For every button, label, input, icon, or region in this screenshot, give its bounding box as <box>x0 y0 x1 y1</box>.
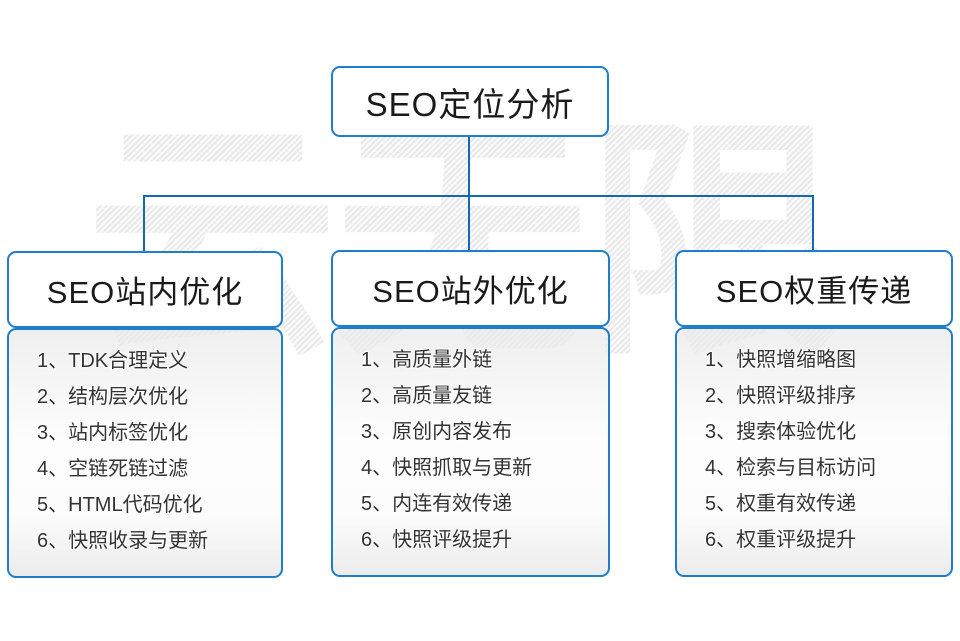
onsite-list: 1、TDK合理定义 2、结构层次优化 3、站内标签优化 4、空链死链过滤 5、H… <box>7 328 283 578</box>
list-item: 3、站内标签优化 <box>37 422 189 444</box>
list-item: 6、快照评级提升 <box>361 529 513 551</box>
list-item: 1、TDK合理定义 <box>37 350 189 372</box>
list-item: 3、原创内容发布 <box>361 421 513 443</box>
list-item: 6、权重评级提升 <box>705 529 857 551</box>
offsite-header-title: SEO站外优化 <box>372 274 569 309</box>
connector-drop-left <box>143 195 145 252</box>
list-item: 4、检索与目标访问 <box>705 457 877 479</box>
list-item: 1、快照增缩略图 <box>705 349 857 371</box>
connector-drop-right <box>812 195 814 251</box>
list-item: 6、快照收录与更新 <box>37 530 209 552</box>
list-item: 2、结构层次优化 <box>37 386 189 408</box>
node-onsite-header: SEO站内优化 <box>7 251 283 328</box>
root-title: SEO定位分析 <box>365 85 575 123</box>
list-item: 2、快照评级排序 <box>705 385 857 407</box>
list-item: 5、权重有效传递 <box>705 493 857 515</box>
list-item: 1、高质量外链 <box>361 349 493 371</box>
list-item: 4、空链死链过滤 <box>37 458 189 480</box>
connector-rail <box>143 195 814 197</box>
list-item: 5、内连有效传递 <box>361 493 513 515</box>
node-root: SEO定位分析 <box>331 66 609 137</box>
list-item: 5、HTML代码优化 <box>37 494 203 516</box>
list-item: 2、高质量友链 <box>361 385 493 407</box>
list-item: 4、快照抓取与更新 <box>361 457 533 479</box>
offsite-list: 1、高质量外链 2、高质量友链 3、原创内容发布 4、快照抓取与更新 5、内连有… <box>331 327 610 577</box>
connector-root-drop <box>468 135 470 250</box>
node-offsite-header: SEO站外优化 <box>331 250 610 327</box>
node-weight-header: SEO权重传递 <box>675 250 953 327</box>
weight-header-title: SEO权重传递 <box>715 274 913 309</box>
list-item: 3、搜索体验优化 <box>705 421 857 443</box>
onsite-header-title: SEO站内优化 <box>46 275 244 310</box>
weight-list: 1、快照增缩略图 2、快照评级排序 3、搜索体验优化 4、检索与目标访问 5、权… <box>675 327 953 577</box>
